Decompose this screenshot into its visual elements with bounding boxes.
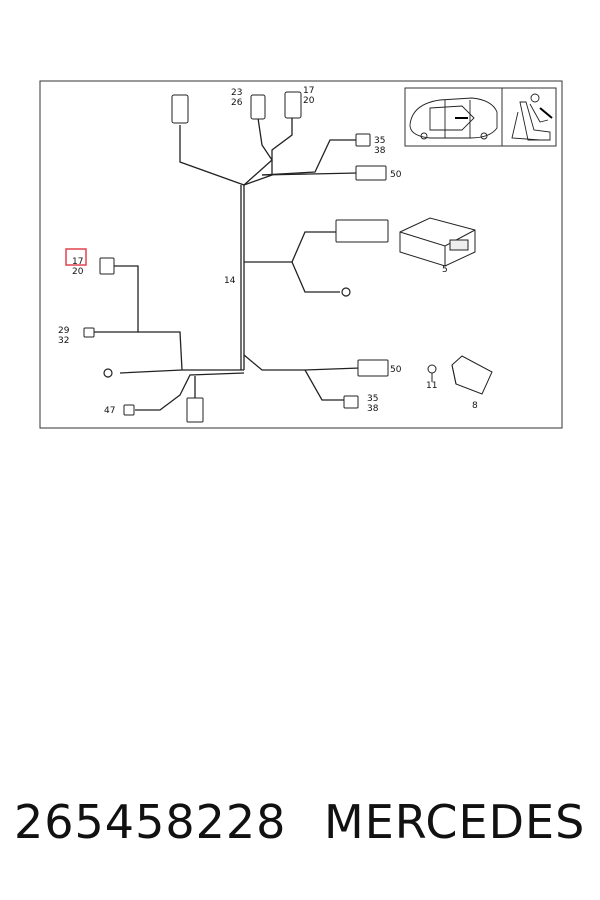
connector-50-top: [355, 165, 387, 181]
part-number: 265458228: [14, 795, 287, 849]
ring-terminal-left: [103, 368, 113, 378]
seat-icon: [511, 93, 553, 141]
connector-50-bottom: [357, 359, 389, 377]
connectors: [83, 91, 389, 423]
callout-29: 29: [58, 326, 70, 336]
callout-26: 26: [231, 98, 243, 108]
connector-17-20-top: [284, 91, 302, 119]
callout-35-top: 35: [374, 136, 385, 146]
harness-wires: [90, 117, 361, 411]
callout-23: 23: [231, 88, 242, 98]
callout-32: 32: [58, 336, 69, 346]
screw-11: [427, 364, 437, 382]
callout-35-bottom: 35: [367, 394, 378, 404]
inset-panel: [404, 87, 557, 147]
connector-35-38-top: [355, 133, 371, 147]
ring-terminals: [103, 287, 351, 378]
callout-17-top: 17: [303, 86, 314, 96]
ring-terminal-middle: [341, 287, 351, 297]
connector-29-32: [83, 327, 95, 338]
sensor-8: [451, 355, 493, 395]
connector-top-left: [171, 94, 189, 124]
callout-20-top: 20: [303, 96, 315, 106]
callout-50-top: 50: [390, 170, 402, 180]
connector-23-26: [250, 94, 266, 120]
control-module-5: [399, 217, 476, 267]
callout-11: 11: [426, 381, 437, 391]
callout-50-bottom: 50: [390, 365, 402, 375]
callout-14: 14: [224, 276, 236, 286]
brand-name: MERCEDES: [324, 795, 586, 849]
callout-47: 47: [104, 406, 115, 416]
callout-38-bottom: 38: [367, 404, 379, 414]
connector-bottom-center: [186, 397, 204, 423]
callout-20-left: 20: [72, 267, 84, 277]
callout-38-top: 38: [374, 146, 386, 156]
callout-8: 8: [472, 401, 478, 411]
connector-17-20-left: [99, 257, 115, 275]
wiring-harness-diagram: 23 26 17 20 35 38 50 14 5 17 20 29 32 50…: [39, 80, 563, 429]
connector-47: [123, 404, 135, 416]
connector-multipin: [335, 219, 389, 243]
highlight-box: [65, 248, 87, 266]
connector-35-38-bottom: [343, 395, 359, 409]
callout-17-left: 17: [72, 257, 83, 267]
callout-5: 5: [442, 265, 448, 275]
car-top-view-icon: [409, 97, 498, 140]
